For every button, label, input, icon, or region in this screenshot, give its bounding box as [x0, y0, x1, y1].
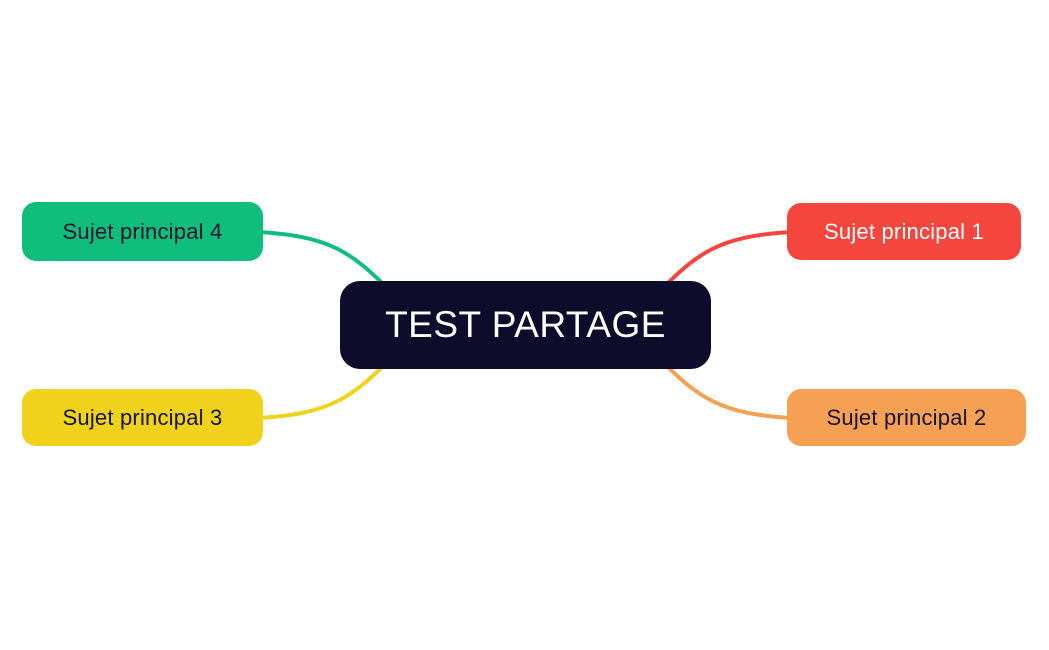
root-node-label: TEST PARTAGE — [385, 304, 666, 345]
root-node[interactable]: TEST PARTAGE — [340, 281, 711, 369]
branch-node-sujet-principal-4[interactable]: Sujet principal 4 — [22, 202, 263, 261]
branch-node-sujet-principal-1[interactable]: Sujet principal 1 — [787, 203, 1021, 260]
connector-branch-3 — [256, 355, 394, 420]
connector-branch-4 — [256, 230, 394, 295]
connector-branch-2 — [656, 355, 794, 420]
branch-node-sujet-principal-3[interactable]: Sujet principal 3 — [22, 389, 263, 446]
branch-node-label: Sujet principal 4 — [62, 218, 223, 244]
connector-branch-1 — [656, 230, 794, 295]
branch-node-label: Sujet principal 1 — [824, 218, 984, 244]
branch-node-label: Sujet principal 3 — [62, 404, 223, 430]
branch-node-label: Sujet principal 2 — [826, 404, 987, 430]
branch-node-sujet-principal-2[interactable]: Sujet principal 2 — [787, 389, 1026, 446]
